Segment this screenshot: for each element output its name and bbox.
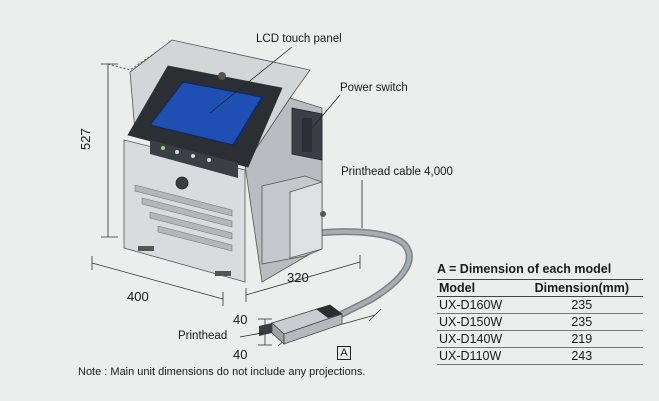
power-switch-label: Power switch — [340, 82, 408, 94]
row-dimension: 235 — [520, 313, 643, 331]
table-row: UX-D110W 243 — [437, 347, 643, 365]
dimension-a-marker: A — [337, 346, 351, 360]
printhead-label: Printhead — [178, 330, 228, 342]
head-top-dimension: 40 — [233, 312, 248, 327]
row-model: UX-D110W — [437, 347, 521, 365]
header-model: Model — [437, 279, 521, 297]
depth-dimension: 320 — [287, 270, 309, 285]
model-dimension-table: A = Dimension of each model Model Dimens… — [437, 262, 643, 365]
row-model: UX-D150W — [437, 313, 521, 331]
table-row: UX-D150W 235 — [437, 313, 643, 331]
row-model: UX-D160W — [437, 296, 521, 314]
head-bottom-dimension: 40 — [233, 347, 248, 362]
dimension-table: Model Dimension(mm) UX-D160W 235 UX-D150… — [437, 279, 643, 365]
height-dimension: 527 — [78, 128, 93, 150]
table-title: A = Dimension of each model — [437, 262, 612, 276]
row-dimension: 243 — [520, 347, 643, 365]
table-row: UX-D140W 219 — [437, 330, 643, 348]
header-dimension: Dimension(mm) — [520, 279, 643, 297]
width-dimension: 400 — [127, 289, 149, 304]
row-dimension: 219 — [520, 330, 643, 348]
table-header-row: Model Dimension(mm) — [437, 279, 643, 297]
printhead-cable-label: Printhead cable 4,000 — [341, 166, 453, 178]
row-dimension: 235 — [520, 296, 643, 314]
lcd-touch-panel-label: LCD touch panel — [256, 33, 342, 45]
row-model: UX-D140W — [437, 330, 521, 348]
table-row: UX-D160W 235 — [437, 296, 643, 314]
footnote: Note : Main unit dimensions do not inclu… — [78, 366, 366, 378]
